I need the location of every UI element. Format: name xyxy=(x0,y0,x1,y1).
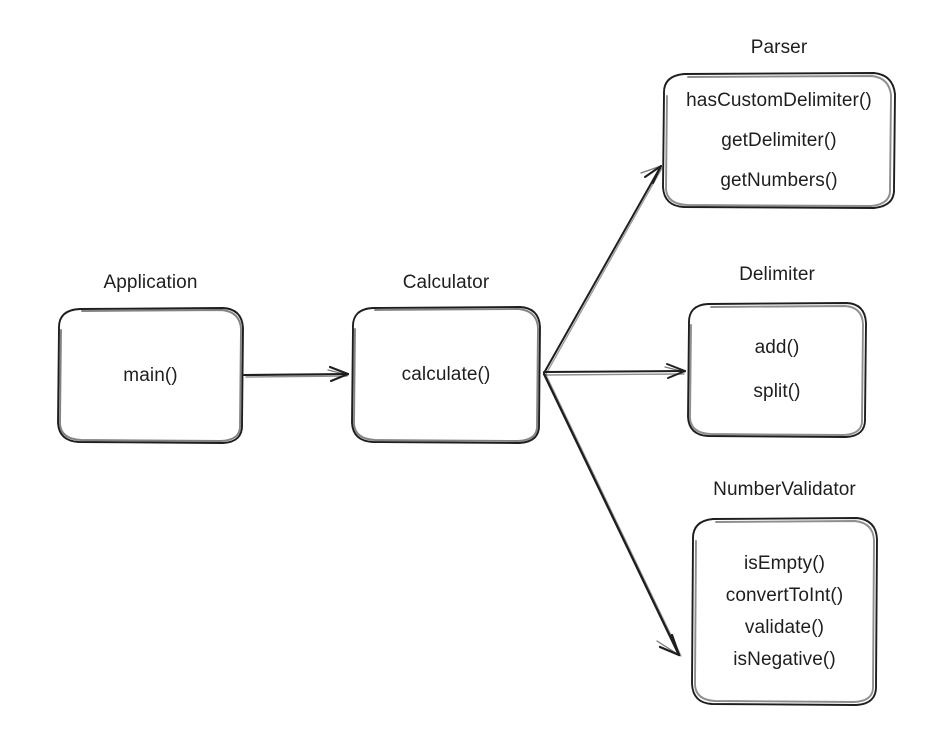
node-box-application[interactable] xyxy=(57,307,244,444)
node-box-calculator[interactable] xyxy=(351,306,541,444)
node-label-application: Application xyxy=(103,272,198,293)
node-label-numbervalidator: NumberValidator xyxy=(713,479,856,500)
node-label-delimiter: Delimiter xyxy=(739,264,815,285)
member-item: main() xyxy=(123,364,178,386)
member-item: getNumbers() xyxy=(720,169,838,191)
edge-calculator-to-numbervalidator[interactable] xyxy=(542,372,682,657)
node-members-parser: hasCustomDelimiter() getDelimiter() getN… xyxy=(663,73,895,208)
node-label-calculator: Calculator xyxy=(402,272,490,293)
member-item: isNegative() xyxy=(733,648,836,670)
node-box-numbervalidator[interactable] xyxy=(691,517,878,706)
node-members-application: main() xyxy=(58,308,243,443)
edge-application-to-calculator[interactable] xyxy=(242,365,350,383)
node-members-calculator: calculate() xyxy=(352,307,540,443)
member-item: hasCustomDelimiter() xyxy=(686,89,872,111)
member-item: convertToInt() xyxy=(725,584,844,606)
member-item: split() xyxy=(753,381,801,402)
member-item: getDelimiter() xyxy=(721,129,837,151)
member-item: calculate() xyxy=(401,364,491,385)
node-members-numbervalidator: isEmpty() convertToInt() validate() isNe… xyxy=(692,518,877,705)
member-item: validate() xyxy=(744,616,825,638)
node-box-delimiter[interactable] xyxy=(687,302,867,438)
node-box-parser[interactable] xyxy=(662,72,896,209)
member-item: isEmpty() xyxy=(743,552,826,574)
node-label-parser: Parser xyxy=(750,37,808,58)
edge-calculator-to-parser[interactable] xyxy=(543,165,663,375)
member-item: add() xyxy=(754,337,800,358)
edge-calculator-to-delimiter[interactable] xyxy=(543,363,686,379)
node-members-delimiter: add() split() xyxy=(688,303,866,437)
